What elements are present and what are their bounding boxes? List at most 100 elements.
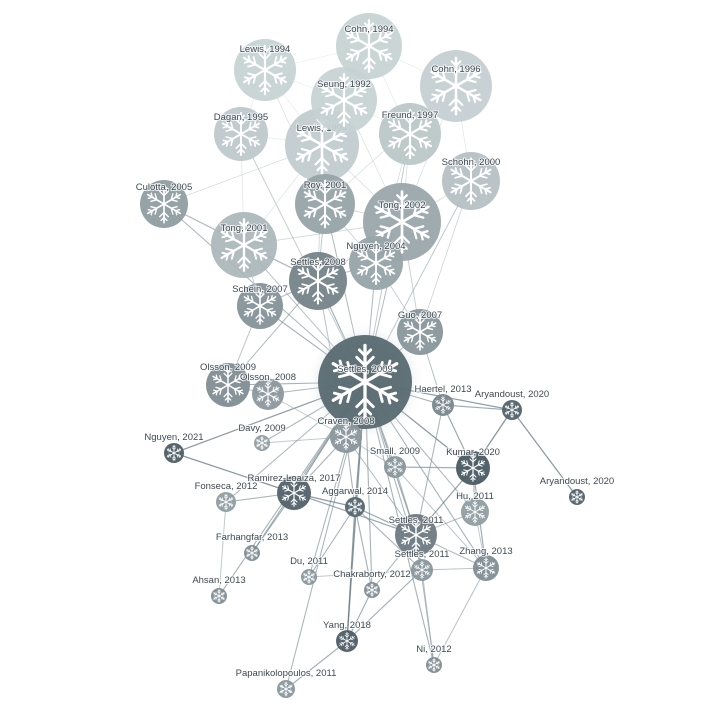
snowflake-icon (476, 557, 496, 579)
snowflake-icon (220, 218, 268, 272)
paper-node-ahsan2013[interactable]: Ahsan, 2013 (191, 574, 247, 604)
paper-node-settles2009[interactable]: Settles, 2009 (304, 321, 426, 443)
paper-node-hu2011[interactable]: Hu, 2011 (455, 490, 495, 526)
paper-node-papanikolopoulos2011[interactable]: Papanikolopoulos, 2011 (235, 667, 337, 698)
snowflake-icon (450, 157, 492, 205)
snowflake-icon (465, 500, 485, 524)
paper-node-settles2011b[interactable]: Settles, 2011 (394, 548, 450, 581)
paper-node-kumar2020[interactable]: Kumar, 2020 (445, 446, 501, 485)
node-label: Small, 2009 (370, 446, 420, 457)
citation-edge (285, 640, 348, 690)
node-label: Settles, 2011 (389, 515, 444, 526)
citation-edge (354, 506, 373, 591)
node-label: Fonseca, 2012 (195, 481, 258, 492)
citation-edge (415, 404, 444, 536)
paper-node-cohn1994[interactable]: Cohn, 1994 (336, 13, 402, 79)
node-label: Nguyen, 2004 (346, 241, 405, 252)
snowflake-icon (414, 561, 430, 579)
paper-node-guo2007[interactable]: Guo, 2007 (397, 309, 443, 355)
paper-node-farhangfar2013[interactable]: Farhangfar, 2013 (215, 531, 289, 561)
node-label: Nguyen, 2021 (144, 432, 203, 443)
paper-node-yang2018[interactable]: Yang, 2018 (322, 619, 372, 652)
paper-node-olsson2009[interactable]: Olsson, 2009 (199, 361, 257, 407)
paper-node-nguyen2004[interactable]: Nguyen, 2004 (345, 236, 407, 290)
snowflake-icon (403, 313, 437, 351)
node-label: Haertel, 2013 (414, 384, 471, 395)
citation-edge (308, 506, 356, 578)
node-label: Roy, 2001 (304, 180, 347, 191)
paper-node-settles2008[interactable]: Settles, 2008 (289, 252, 347, 310)
snowflake-icon (345, 19, 393, 73)
node-label: Olsson, 2008 (240, 372, 296, 383)
node-label: Tong, 2002 (378, 200, 425, 211)
node-label: Dagan, 1995 (214, 112, 268, 123)
node-label: Settles, 2009 (337, 364, 392, 375)
paper-node-settles2011a[interactable]: Settles, 2011 (388, 514, 444, 556)
node-label: Guo, 2007 (398, 310, 442, 321)
paper-node-zhang2013[interactable]: Zhang, 2013 (458, 545, 514, 581)
snowflake-icon (212, 367, 244, 403)
node-label: Seung, 1992 (317, 79, 371, 90)
snowflake-icon (401, 517, 431, 553)
snowflake-icon (428, 658, 440, 672)
node-label: Aryandoust, 2020 (540, 476, 614, 487)
paper-node-olsson2008[interactable]: Olsson, 2008 (239, 371, 297, 410)
snowflake-icon (460, 454, 486, 482)
paper-node-tong2001[interactable]: Tong, 2001 (211, 212, 277, 278)
snowflake-icon (166, 444, 182, 462)
node-label: Hu, 2011 (456, 491, 494, 502)
snowflake-icon (246, 546, 258, 560)
paper-node-aggarwal2014[interactable]: Aggarwal, 2014 (321, 485, 389, 517)
paper-node-craven2008[interactable]: Craven, 2008 (316, 415, 376, 453)
node-label: Schohn, 2000 (442, 157, 501, 168)
node-label: Ni, 2012 (416, 644, 451, 655)
paper-node-cohn1996[interactable]: Cohn, 1996 (420, 50, 492, 122)
paper-node-schohn2000[interactable]: Schohn, 2000 (441, 152, 501, 210)
paper-node-haertel2013[interactable]: Haertel, 2013 (413, 383, 473, 416)
snowflake-icon (435, 396, 451, 414)
citation-edge (346, 569, 423, 642)
snowflake-icon (347, 498, 363, 516)
citation-edge (308, 569, 423, 578)
node-label: Cohn, 1994 (344, 24, 393, 35)
citation-edge (442, 404, 513, 411)
paper-node-aryandoust2020a[interactable]: Aryandoust, 2020 (474, 388, 550, 420)
paper-node-du2011[interactable]: Du, 2011 (289, 555, 329, 585)
snowflake-icon (339, 632, 355, 650)
citation-edge (415, 534, 435, 666)
paper-node-culotta2005[interactable]: Culotta, 2005 (135, 180, 193, 228)
snowflake-icon (387, 458, 403, 476)
paper-node-roy2001[interactable]: Roy, 2001 (295, 174, 355, 234)
snowflake-icon (320, 73, 368, 127)
snowflake-icon (504, 401, 520, 419)
paper-node-ramirez2017[interactable]: Ramirez-Loaiza, 2017 (247, 472, 341, 510)
paper-node-dagan1995[interactable]: Dagan, 1995 (213, 107, 269, 161)
paper-node-freund1997[interactable]: Freund, 1997 (379, 103, 441, 165)
snowflake-icon (303, 570, 315, 584)
snowflake-icon (430, 56, 482, 116)
paper-node-fonseca2012[interactable]: Fonseca, 2012 (194, 480, 258, 512)
paper-node-seung1992[interactable]: Seung, 1992 (311, 67, 377, 133)
paper-node-small2009[interactable]: Small, 2009 (369, 445, 421, 478)
snowflake-icon (256, 436, 268, 450)
node-label: Settles, 2011 (395, 549, 450, 560)
node-label: Zhang, 2013 (459, 546, 512, 557)
paper-node-ni2012[interactable]: Ni, 2012 (415, 643, 453, 673)
paper-node-lewis1994a[interactable]: Lewis, 1994 (234, 39, 296, 101)
node-label: Farhangfar, 2013 (216, 532, 288, 543)
paper-node-nguyen2021[interactable]: Nguyen, 2021 (143, 431, 205, 463)
paper-node-davy2009[interactable]: Davy, 2009 (237, 422, 287, 451)
node-label: Ramirez-Loaiza, 2017 (248, 473, 341, 484)
paper-node-aryandoust2020b[interactable]: Aryandoust, 2020 (539, 475, 615, 505)
node-label: Olsson, 2009 (200, 362, 256, 373)
paper-node-schein2007[interactable]: Schein, 2007 (231, 283, 289, 329)
node-label: Settles, 2008 (290, 257, 345, 268)
node-label: Du, 2011 (290, 556, 328, 567)
paper-node-chakraborty2012[interactable]: Chakraborty, 2012 (332, 568, 412, 598)
node-label: Lewis, 1994 (240, 44, 291, 55)
node-label: Ahsan, 2013 (192, 575, 245, 586)
snowflake-icon (243, 287, 277, 325)
snowflake-icon (366, 583, 378, 597)
